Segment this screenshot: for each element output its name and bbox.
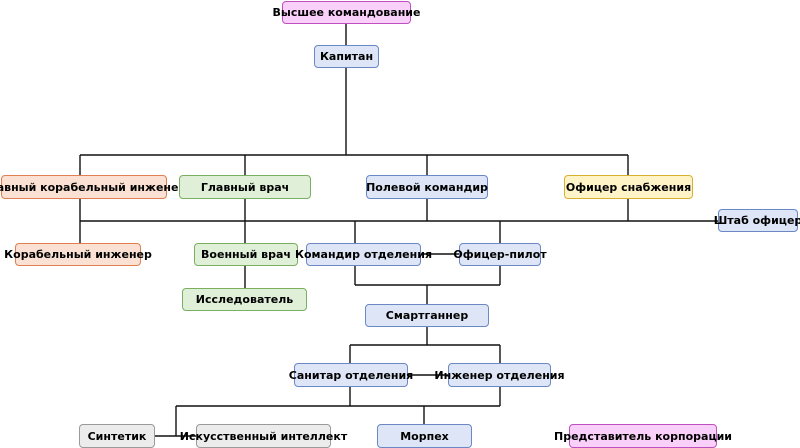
node-synthetic: Синтетик bbox=[79, 424, 155, 448]
node-chief-doctor: Главный врач bbox=[179, 175, 311, 199]
node-military-doctor: Военный врач bbox=[194, 243, 298, 266]
node-researcher: Исследователь bbox=[182, 288, 307, 311]
node-smartgunner: Смартганнер bbox=[365, 304, 489, 327]
node-high-command: Высшее командование bbox=[273, 1, 420, 24]
node-artificial-intelligence: Искусственный интеллект bbox=[180, 424, 347, 448]
node-ship-engineer: Корабельный инженер bbox=[4, 243, 152, 266]
node-field-commander: Полевой командир bbox=[366, 175, 488, 199]
node-supply-officer: Офицер снабжения bbox=[564, 175, 693, 199]
node-squad-medic: Санитар отделения bbox=[289, 363, 413, 387]
node-squad-engineer: Инженер отделения bbox=[434, 363, 565, 387]
node-corporate-representative: Представитель корпорации bbox=[554, 424, 732, 448]
node-chief-ship-engineer: Главный корабельный инженер bbox=[0, 175, 186, 199]
node-staff-officer: Штаб офицер bbox=[714, 209, 800, 232]
node-captain: Капитан bbox=[314, 45, 379, 68]
node-pilot-officer: Офицер-пилот bbox=[453, 243, 547, 266]
node-morph: Морпех bbox=[377, 424, 472, 448]
node-squad-commander: Командир отделения bbox=[295, 243, 432, 266]
